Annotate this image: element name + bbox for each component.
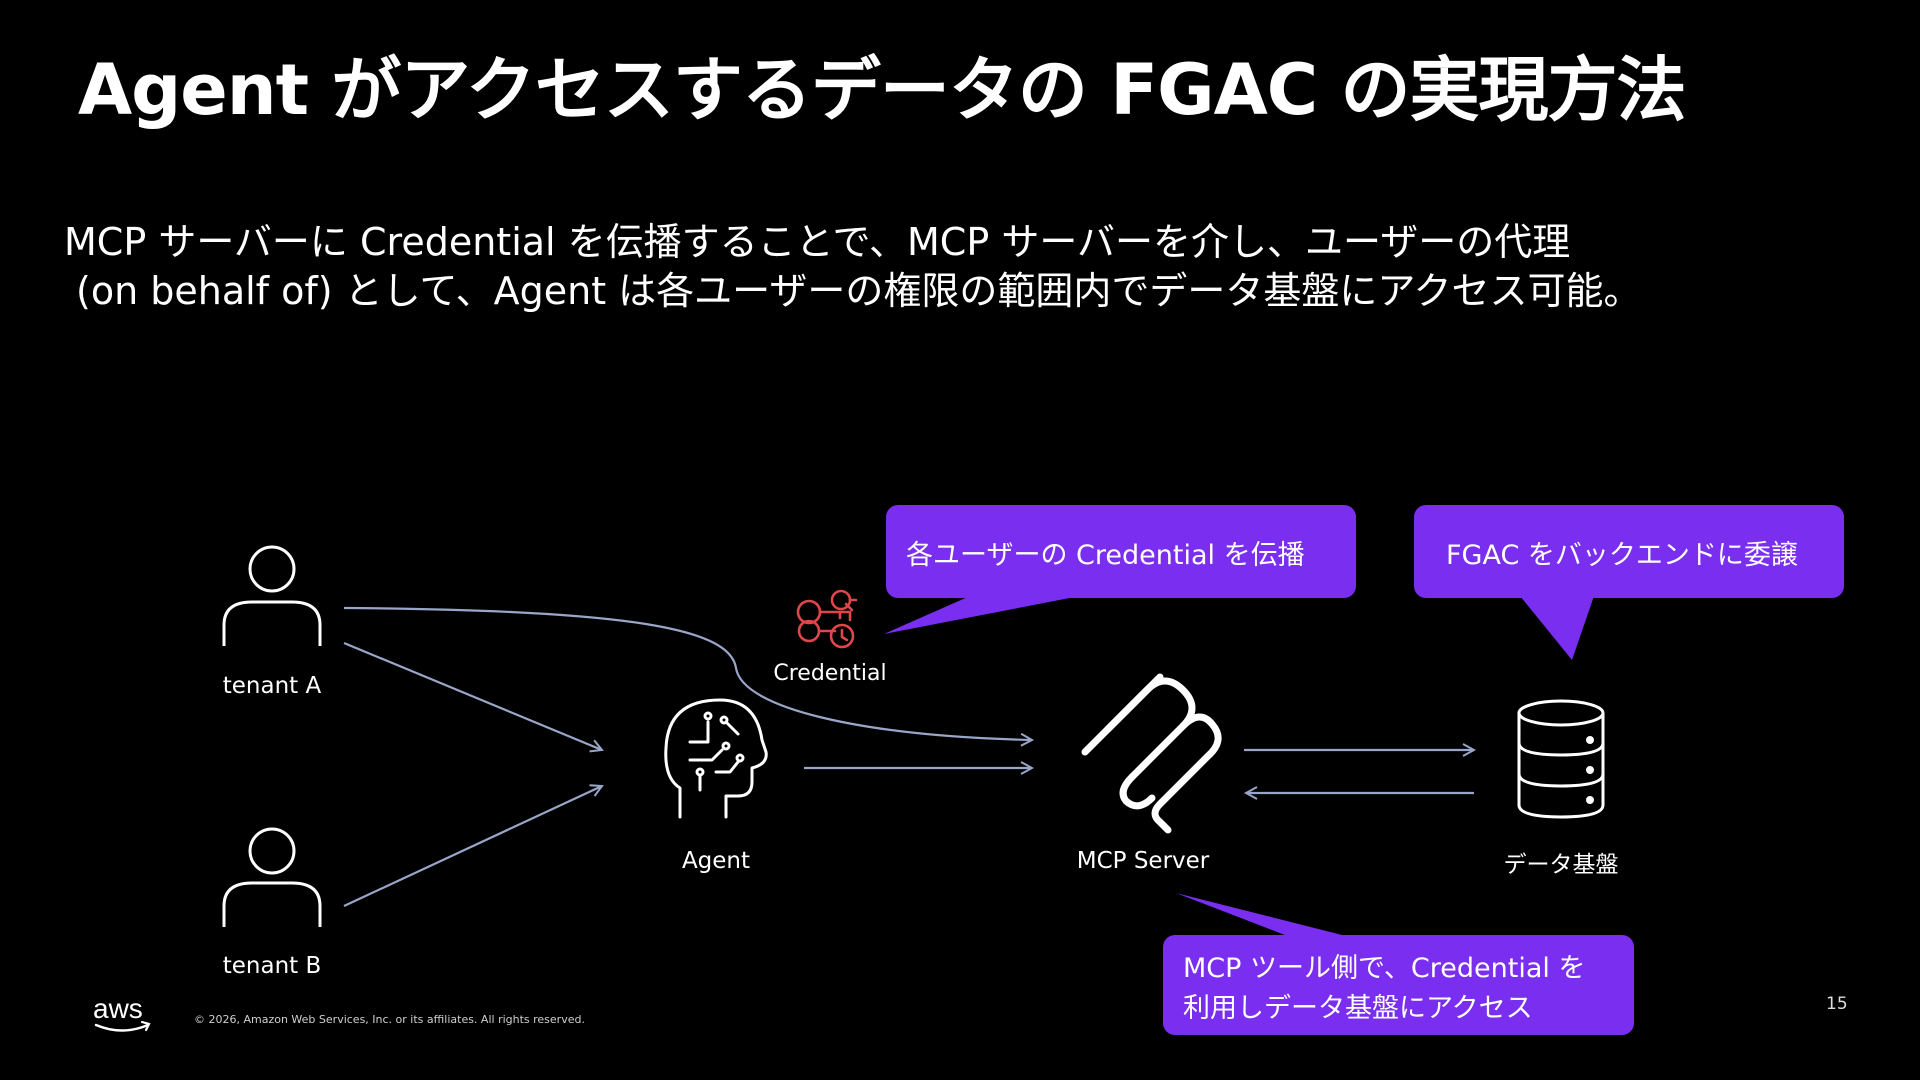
database-icon (1517, 699, 1605, 819)
callout-fgac-text: FGAC をバックエンドに委譲 (1446, 540, 1798, 571)
arrow-tenant-b-to-agent (343, 786, 602, 907)
mcp-server-label: MCP Server (1076, 848, 1210, 874)
slide-title: Agent がアクセスするデータの FGAC の実現方法 (78, 49, 1686, 131)
user-icon (222, 827, 322, 927)
callout-credential-text: 各ユーザーの Credential を伝播 (906, 540, 1305, 571)
arrow-credential-to-mcp (343, 606, 1032, 740)
tenant-b-label: tenant B (222, 953, 322, 979)
callout-mcp-text-line-1: MCP ツール側で、Credential を (1183, 953, 1586, 984)
data-platform-label: データ基盤 (1503, 852, 1619, 878)
aws-logo: aws (92, 992, 154, 1040)
agent-brain-icon (664, 698, 768, 819)
copyright: © 2026, Amazon Web Services, Inc. or its… (194, 1013, 585, 1026)
tenant-a-label: tenant A (222, 673, 322, 699)
arrow-tenant-a-to-agent (343, 641, 602, 750)
callout-fgac (1414, 505, 1844, 660)
callout-credential (884, 505, 1356, 634)
user-icon (222, 545, 322, 646)
aws-logo-text: aws (93, 993, 143, 1024)
agent-label: Agent (681, 848, 751, 874)
page-number: 15 (1826, 994, 1848, 1014)
description: MCP サーバーに Credential を伝播することで、MCP サーバーを介… (64, 218, 1864, 316)
description-line-2: (on behalf of) として、Agent は各ユーザーの権限の範囲内でデ… (76, 269, 1642, 313)
description-line-1: MCP サーバーに Credential を伝播することで、MCP サーバーを介… (64, 220, 1571, 264)
credential-key-icon (796, 589, 858, 649)
callout-mcp (1163, 893, 1634, 1035)
arrows (343, 606, 1474, 907)
mcp-server-icon (1081, 673, 1222, 834)
credential-label: Credential (773, 661, 887, 686)
callout-mcp-text-line-2: 利用しデータ基盤にアクセス (1183, 993, 1533, 1024)
